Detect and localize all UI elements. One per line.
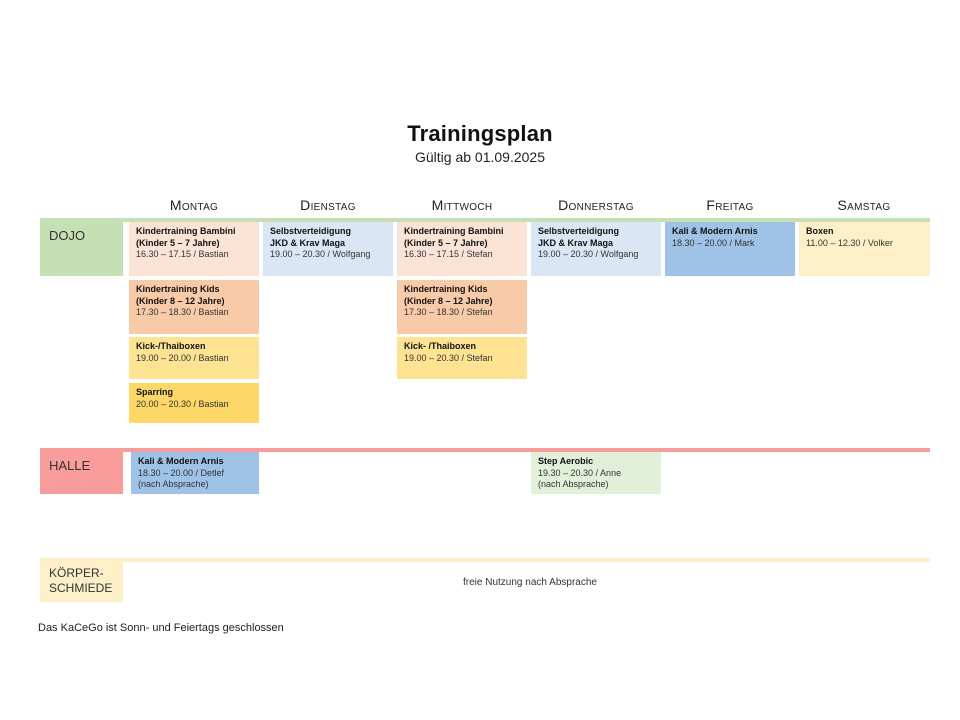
session-card-monday-kickboxing: Kick-/Thaiboxen 19.00 – 20.00 / Bastian bbox=[129, 337, 259, 379]
session-note: (nach Absprache) bbox=[538, 479, 609, 489]
section-label-halle: HALLE bbox=[40, 452, 123, 494]
day-header-saturday: Samstag bbox=[837, 197, 891, 213]
day-header-tuesday: Dienstag bbox=[300, 197, 356, 213]
session-time: 19.00 – 20.00 / Bastian bbox=[136, 352, 229, 363]
session-card-wednesday-kickboxing: Kick- /Thaiboxen 19.00 – 20.30 / Stefan bbox=[397, 337, 527, 379]
koerperschmiede-note: freie Nutzung nach Absprache bbox=[463, 577, 597, 588]
day-header-wednesday: Mittwoch bbox=[431, 197, 493, 213]
session-time: 17.30 – 18.30 / Bastian bbox=[136, 307, 229, 317]
halle-band bbox=[40, 448, 930, 452]
session-name: Kindertraining Bambini (Kinder 5 – 7 Jah… bbox=[404, 226, 504, 248]
session-time: 19.30 – 20.30 / Anne bbox=[538, 467, 622, 478]
session-name: Step Aerobic bbox=[538, 456, 594, 466]
closing-note: Das KaCeGo ist Sonn- und Feiertags gesch… bbox=[38, 622, 284, 634]
session-name: Kali & Modern Arnis bbox=[672, 226, 758, 236]
day-header-monday: Montag bbox=[169, 197, 219, 213]
session-name: Kindertraining Bambini (Kinder 5 – 7 Jah… bbox=[136, 226, 236, 248]
session-card-tuesday-selfdefense: Selbstverteidigung JKD & Krav Maga 19.00… bbox=[263, 222, 393, 276]
koerperschmiede-band bbox=[40, 558, 930, 562]
session-time: 16.30 – 17.15 / Bastian bbox=[136, 249, 229, 259]
session-time: 18.30 – 20.00 / Mark bbox=[672, 237, 755, 248]
session-time: 19.00 – 20.30 / Wolfgang bbox=[270, 249, 371, 259]
session-name: Boxen bbox=[806, 226, 834, 236]
session-time: 16.30 – 17.15 / Stefan bbox=[404, 249, 493, 259]
session-name: Selbstverteidigung JKD & Krav Maga bbox=[538, 226, 620, 248]
session-card-monday-kids: Kindertraining Kids (Kinder 8 – 12 Jahre… bbox=[129, 280, 259, 334]
session-card-friday-kali: Kali & Modern Arnis 18.30 – 20.00 / Mark bbox=[665, 222, 795, 276]
page-title: Trainingsplan bbox=[407, 121, 553, 146]
session-card-monday-bambini: Kindertraining Bambini (Kinder 5 – 7 Jah… bbox=[129, 222, 259, 276]
session-name: Kali & Modern Arnis bbox=[138, 456, 224, 466]
session-time: 17.30 – 18.30 / Stefan bbox=[404, 307, 493, 317]
session-note: (nach Absprache) bbox=[138, 479, 209, 489]
session-time: 19.00 – 20.30 / Wolfgang bbox=[538, 249, 639, 259]
session-time: 20.00 – 20.30 / Bastian bbox=[136, 398, 229, 409]
session-name: Kindertraining Kids (Kinder 8 – 12 Jahre… bbox=[404, 284, 493, 306]
session-card-thursday-hall-aerobic: Step Aerobic 19.30 – 20.30 / Anne (nach … bbox=[531, 452, 661, 494]
session-time: 18.30 – 20.00 / Detlef bbox=[138, 467, 225, 478]
page-subtitle: Gültig ab 01.09.2025 bbox=[415, 149, 545, 165]
section-label-dojo: DOJO bbox=[40, 222, 123, 276]
session-card-saturday-boxing: Boxen 11.00 – 12.30 / Volker bbox=[799, 222, 930, 276]
session-name: Kindertraining Kids (Kinder 8 – 12 Jahre… bbox=[136, 284, 225, 306]
dojo-band bbox=[40, 218, 930, 222]
session-name: Kick- /Thaiboxen bbox=[404, 341, 477, 351]
session-name: Sparring bbox=[136, 387, 174, 397]
session-card-wednesday-bambini: Kindertraining Bambini (Kinder 5 – 7 Jah… bbox=[397, 222, 527, 276]
session-card-thursday-selfdefense: Selbstverteidigung JKD & Krav Maga 19.00… bbox=[531, 222, 661, 276]
section-label-koerperschmiede: KÖRPER- SCHMIEDE bbox=[40, 562, 123, 602]
session-card-monday-sparring: Sparring 20.00 – 20.30 / Bastian bbox=[129, 383, 259, 423]
session-card-wednesday-kids: Kindertraining Kids (Kinder 8 – 12 Jahre… bbox=[397, 280, 527, 334]
session-time: 11.00 – 12.30 / Volker bbox=[806, 237, 893, 248]
session-name: Kick-/Thaiboxen bbox=[136, 341, 206, 351]
session-name: Selbstverteidigung JKD & Krav Maga bbox=[270, 226, 352, 248]
session-time: 19.00 – 20.30 / Stefan bbox=[404, 352, 493, 363]
day-header-thursday: Donnerstag bbox=[558, 197, 634, 213]
session-card-monday-hall-kali: Kali & Modern Arnis 18.30 – 20.00 / Detl… bbox=[131, 452, 259, 494]
day-header-friday: Freitag bbox=[706, 197, 754, 213]
